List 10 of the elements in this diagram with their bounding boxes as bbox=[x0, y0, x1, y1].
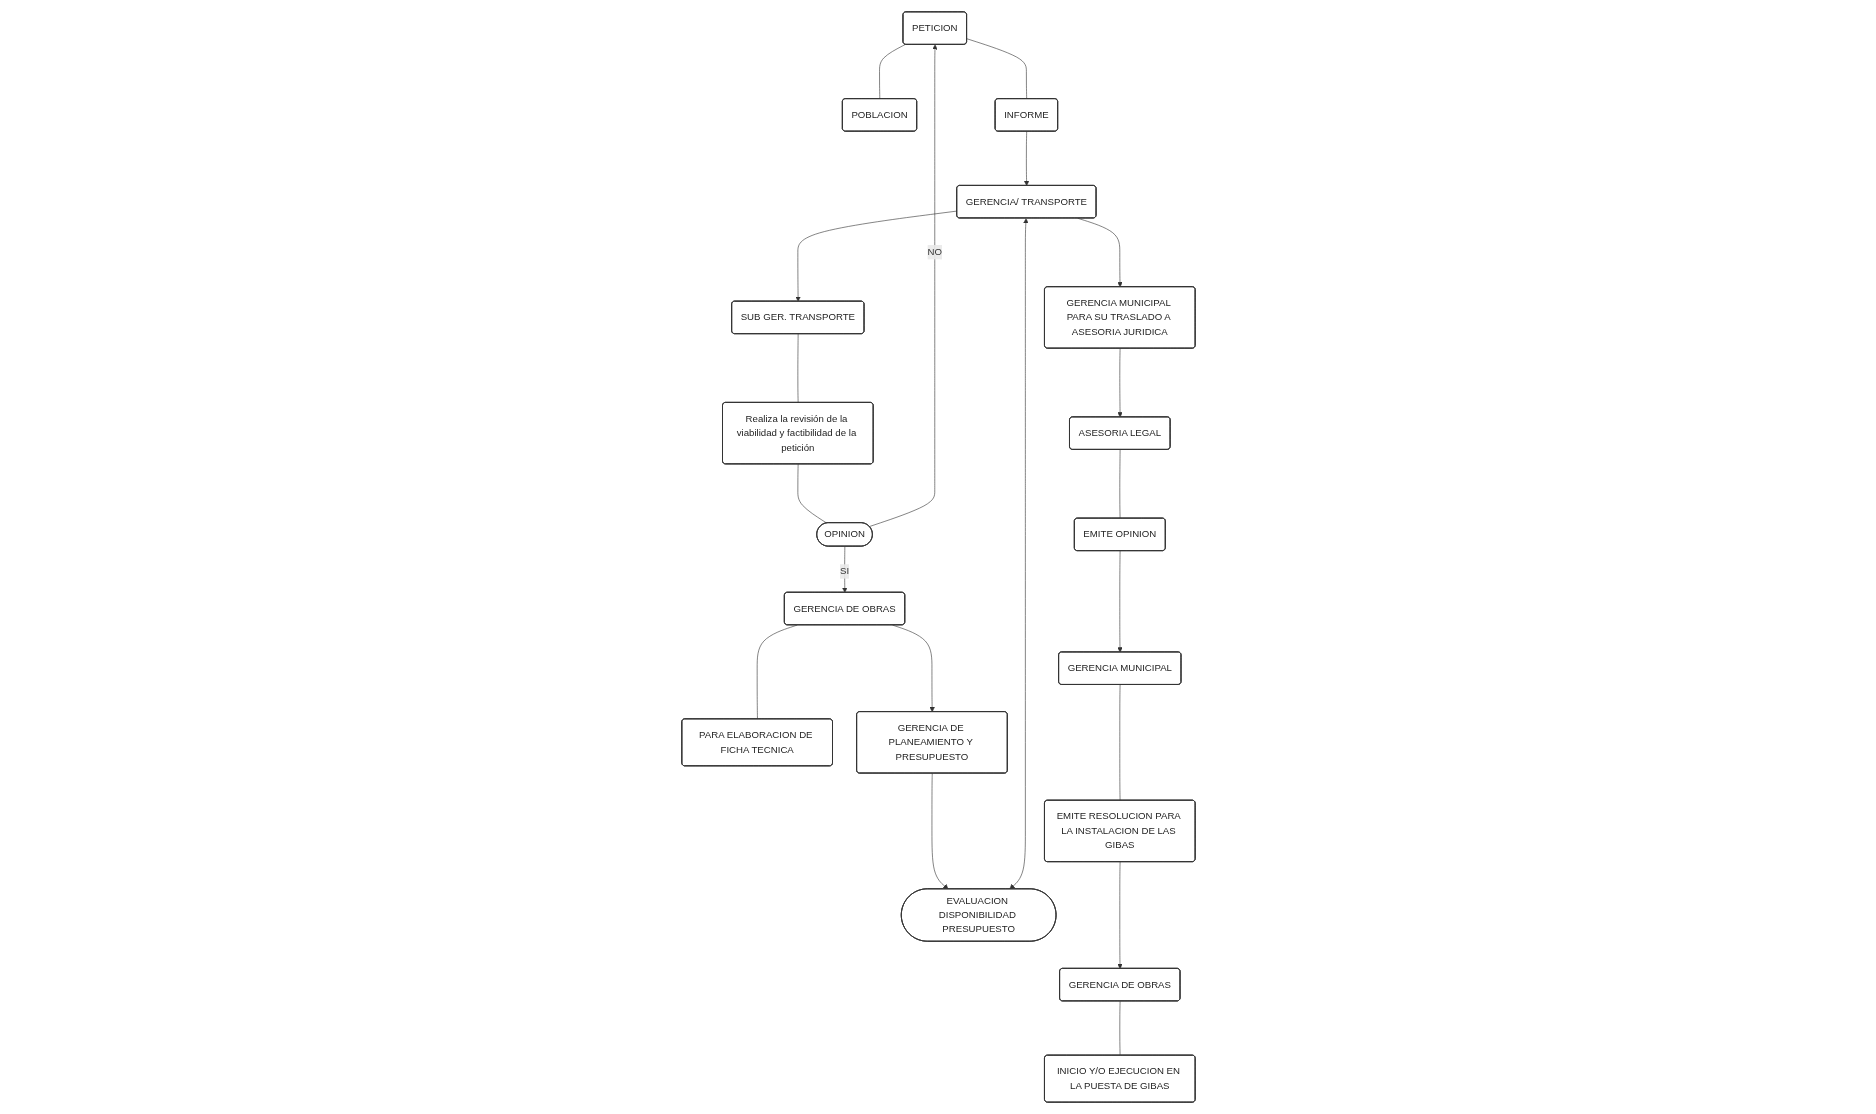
connector bbox=[797, 333, 798, 403]
connector bbox=[966, 38, 1027, 100]
connector bbox=[1119, 684, 1120, 801]
connector bbox=[1119, 449, 1120, 519]
edge-label: NO bbox=[927, 246, 942, 258]
connector bbox=[1119, 1000, 1120, 1056]
edge-label: SI bbox=[839, 566, 849, 577]
connector bbox=[756, 624, 797, 720]
connector bbox=[878, 44, 906, 100]
connector bbox=[797, 463, 827, 524]
